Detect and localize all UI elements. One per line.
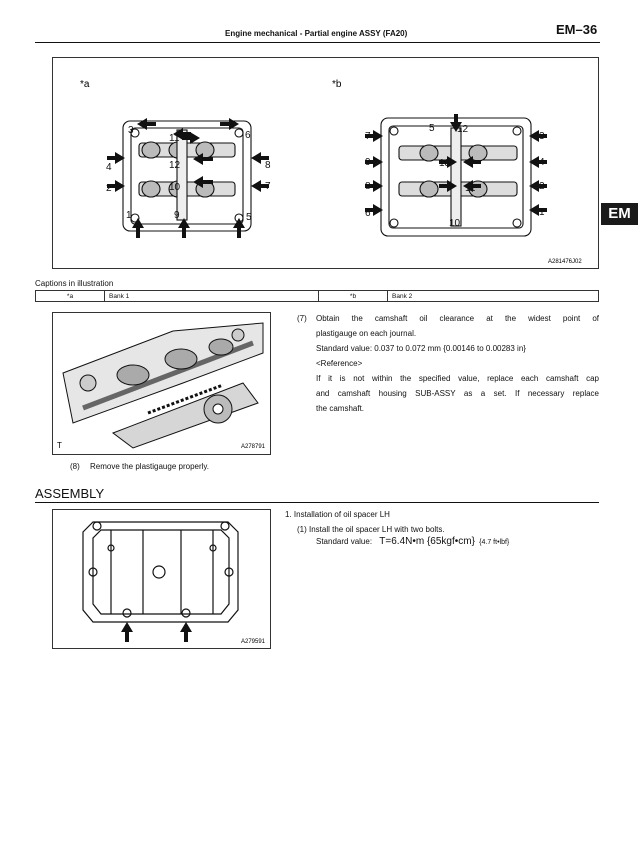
caption-value: Bank 2	[387, 290, 599, 302]
step-7-line: plastigauge on each journal.	[316, 329, 417, 338]
captions-table: *a Bank 1 *b Bank 2	[35, 290, 599, 302]
torque-value: T=6.4N•m {65kgf•cm}	[379, 536, 475, 547]
bank1-num-7: 7	[265, 181, 271, 192]
assembly-sub-1: (1) Install the oil spacer LH with two b…	[297, 525, 445, 534]
oil-spacer-diagram: A279591	[82, 521, 266, 645]
bank2-num-7: 7	[365, 131, 371, 142]
bank1-num-1: 1	[126, 210, 132, 221]
bank2-num-9: 9	[365, 157, 371, 168]
bank1-num-6: 6	[245, 130, 251, 141]
bank2-bolt-arrows	[365, 114, 547, 216]
section-tab: EM	[601, 203, 638, 225]
bank1-num-9: 9	[174, 210, 180, 221]
bank2-num-12: 12	[457, 124, 469, 135]
caption-value: Bank 1	[104, 290, 319, 302]
bank2-num-3: 3	[539, 131, 545, 142]
bank2-num-6: 6	[365, 208, 371, 219]
step-7-line: the camshaft.	[316, 404, 365, 413]
figure-code: A278791	[241, 444, 266, 450]
step-7-number: (7)	[297, 314, 307, 323]
page-number: EM–36	[556, 22, 598, 37]
bank2-num-4: 4	[539, 157, 545, 168]
step-8-text: Remove the plastigauge properly.	[90, 462, 210, 471]
bank1-bolt-arrows	[107, 118, 269, 238]
bank1-housing	[122, 120, 252, 232]
table-row: *a Bank 1 *b Bank 2	[35, 290, 599, 302]
camshaft-tightening-figure: *a *b	[52, 57, 599, 269]
bank1-num-4: 4	[106, 162, 112, 173]
bank2-num-13: 13	[439, 158, 451, 169]
standard-value-label: Standard value:	[316, 537, 373, 546]
oil-spacer-figure: A279591	[52, 509, 271, 649]
bolt-arrows	[121, 622, 192, 642]
bank2-num-1: 1	[539, 207, 545, 218]
bank2-num-8: 8	[365, 181, 371, 192]
step-7-line: If it is not within the specified value,…	[316, 374, 599, 383]
step-7-line: <Reference>	[316, 359, 363, 368]
figure-label-a: *a	[80, 79, 90, 90]
bank2-num-10: 10	[449, 218, 461, 229]
step-7-line: Obtain the camshaft oil clearance at the…	[316, 314, 599, 323]
figure-code: A281476J02	[548, 259, 582, 265]
bank1-sequence-numbers: 1 2 3 4 5 6 7 8 9 10 11 12	[106, 125, 271, 223]
bank2-num-11: 11	[465, 183, 476, 194]
camshaft-photo-diagram: T A278791	[57, 322, 266, 450]
bank2-sequence-numbers: 1 2 3 4 5 6 7 8 9 10 11 12 13	[365, 123, 545, 229]
bank1-num-12: 12	[169, 160, 181, 171]
bank1-num-10: 10	[169, 182, 181, 193]
figure-code: A279591	[241, 639, 266, 645]
bank1-num-8: 8	[265, 160, 271, 171]
bank1-num-3: 3	[128, 125, 134, 136]
step-7-text: Obtain the camshaft oil clearance at the…	[316, 311, 599, 416]
torque-value-imperial: {4.7 ft•lbf}	[479, 539, 510, 546]
bank2-housing	[380, 117, 532, 237]
step-7-line: Standard value: 0.037 to 0.072 mm {0.001…	[316, 344, 526, 353]
standard-value-line: Standard value: T=6.4N•m {65kgf•cm} {4.7…	[316, 535, 509, 550]
plastigauge-figure: T A278791	[52, 312, 271, 455]
assembly-heading: ASSEMBLY	[35, 486, 105, 501]
bank2-num-2: 2	[539, 181, 545, 192]
assembly-item-1: 1. Installation of oil spacer LH	[285, 510, 390, 519]
figure-corner-label: T	[57, 441, 62, 450]
step-7-line: and camshaft housing SUB-ASSY as a set. …	[316, 389, 599, 398]
header-rule	[35, 42, 600, 43]
caption-key: *b	[318, 290, 388, 302]
assembly-rule	[35, 502, 599, 503]
figure-label-b: *b	[332, 79, 342, 90]
camshaft-diagram: *a *b	[80, 79, 582, 265]
bank1-num-5: 5	[246, 212, 252, 223]
captions-title: Captions in illustration	[35, 279, 114, 288]
bank1-num-2: 2	[106, 183, 112, 194]
bank2-num-5: 5	[429, 123, 435, 134]
step-8-number: (8)	[70, 462, 80, 471]
caption-key: *a	[35, 290, 105, 302]
header-title: Engine mechanical - Partial engine ASSY …	[225, 29, 408, 38]
bank1-num-11: 11	[169, 133, 180, 144]
